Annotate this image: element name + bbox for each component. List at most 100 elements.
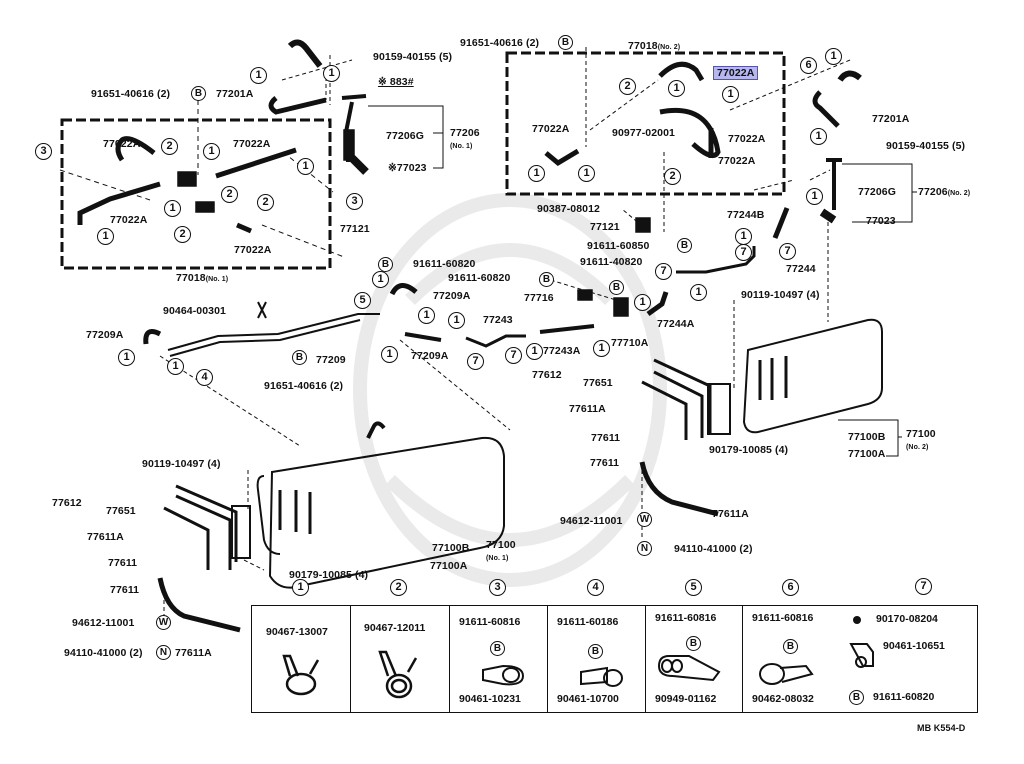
part-label[interactable]: ※77023 [388, 162, 427, 174]
part-label[interactable]: 77710A [611, 337, 649, 349]
part-label[interactable]: 90179-10085 (4) [709, 444, 789, 456]
legend-part[interactable]: 90461-10700 [557, 693, 619, 705]
assembly-label[interactable]: 77100(No. 1) [486, 539, 516, 565]
part-label[interactable]: 77611 [590, 457, 620, 469]
clip-callout-1: 1 [203, 143, 220, 160]
legend-part[interactable]: 90949-01162 [655, 693, 717, 705]
part-label[interactable]: 91611-40820 [580, 256, 643, 268]
assembly-label[interactable]: 77018(No. 1) [176, 272, 228, 286]
part-label[interactable]: 77612 [532, 369, 562, 381]
hose-clip-icon [378, 650, 418, 699]
hose-77209A [389, 283, 418, 296]
symbol-b: B [677, 238, 692, 253]
bracket-line [368, 105, 444, 169]
legend-part[interactable]: 90170-08204 [876, 613, 938, 625]
part-label[interactable]: 77023 [866, 215, 896, 227]
three-way-joint [177, 171, 197, 187]
legend-part[interactable]: 90467-13007 [266, 626, 328, 638]
part-label[interactable]: 77022A [532, 123, 570, 135]
tank-ribs [758, 356, 788, 400]
part-label-highlighted[interactable]: 77022A [713, 66, 759, 80]
part-label[interactable]: 77611A [175, 647, 212, 659]
part-label[interactable]: 77611 [108, 557, 138, 569]
assembly-label[interactable]: 77018(No. 2) [628, 40, 680, 54]
part-label[interactable]: 77611 [591, 432, 621, 444]
hose-77244B [772, 207, 790, 239]
part-label[interactable]: 77022A [234, 244, 272, 256]
part-label[interactable]: 77243A [543, 345, 581, 357]
part-label[interactable]: 91651-40616 (2) [460, 37, 540, 49]
part-label[interactable]: 77243 [483, 314, 513, 326]
part-label[interactable]: 77022A [110, 214, 148, 226]
part-label[interactable]: 77209A [433, 290, 471, 302]
part-label[interactable]: 77611A [569, 403, 606, 415]
part-label[interactable]: 77244 [786, 263, 816, 275]
part-label[interactable]: 77611A [712, 508, 749, 520]
legend-part[interactable]: 91611-60186 [557, 616, 619, 628]
legend-part[interactable]: 90461-10651 [883, 640, 945, 652]
part-label[interactable]: 94612-11001 [560, 515, 623, 527]
part-label[interactable]: 90119-10497 (4) [741, 289, 820, 301]
part-label[interactable]: 77244A [657, 318, 695, 330]
assembly-number: 77206 [918, 186, 948, 198]
part-label[interactable]: 91611-60850 [587, 240, 650, 252]
part-label[interactable]: 77611A [87, 531, 124, 543]
part-label[interactable]: 77611 [110, 584, 140, 596]
part-label[interactable]: 94612-11001 [72, 617, 135, 629]
part-label[interactable]: 90159-40155 (5) [886, 140, 966, 152]
clip-callout-1: 1 [372, 271, 389, 288]
part-label[interactable]: 77651 [583, 377, 613, 389]
part-label[interactable]: 77022A [728, 133, 766, 145]
assembly-label[interactable]: 77206(No. 2) [918, 186, 970, 200]
part-label[interactable]: 90119-10497 (4) [142, 458, 221, 470]
bracket-clamp-icon [849, 643, 874, 668]
symbol-b: B [783, 639, 798, 654]
part-label[interactable]: 77100A [430, 560, 468, 572]
legend-part[interactable]: 90462-08032 [752, 693, 814, 705]
part-label[interactable]: 77022A [718, 155, 756, 167]
part-label[interactable]: 77100A [848, 448, 886, 460]
part-label[interactable]: 94110-41000 (2) [674, 543, 753, 555]
part-label[interactable]: 77244B [727, 209, 765, 221]
bracket-77121 [635, 217, 651, 233]
legend-part[interactable]: 90461-10231 [459, 693, 521, 705]
legend-part[interactable]: 91611-60816 [752, 612, 814, 624]
part-label[interactable]: 90464-00301 [163, 305, 226, 317]
clip-callout-1: 1 [164, 200, 181, 217]
part-label[interactable]: 91651-40616 (2) [264, 380, 344, 392]
part-label[interactable]: 91651-40616 (2) [91, 88, 171, 100]
part-label[interactable]: 77612 [52, 497, 82, 509]
part-label[interactable]: 77206G [386, 130, 424, 142]
part-label[interactable]: 77201A [216, 88, 254, 100]
legend-part[interactable]: 91611-60820 [873, 691, 935, 703]
pipe-clamp-icon [759, 663, 814, 685]
part-label[interactable]: 77206G [858, 186, 896, 198]
part-label[interactable]: 77022A [103, 138, 141, 150]
part-label[interactable]: 90159-40155 (5) [373, 51, 453, 63]
clip-callout-3: 3 [35, 143, 52, 160]
part-label[interactable]: 91611-60820 [413, 258, 476, 270]
part-label[interactable]: 77209A [86, 329, 124, 341]
legend-part[interactable]: 90467-12011 [364, 622, 426, 634]
clip-callout-1: 1 [722, 86, 739, 103]
legend-part[interactable]: 91611-60816 [655, 612, 717, 624]
assembly-label[interactable]: 77206(No. 1) [450, 127, 480, 153]
part-label[interactable]: 90179-10085 (4) [289, 569, 369, 581]
part-label[interactable]: 77121 [340, 223, 370, 235]
part-label[interactable]: 77100B [848, 431, 886, 443]
legend-part[interactable]: 91611-60816 [459, 616, 521, 628]
part-label[interactable]: 77209 [316, 354, 346, 366]
hose-clip-icon [282, 654, 320, 696]
part-label[interactable]: 77121 [590, 221, 620, 233]
part-label[interactable]: 90387-08012 [537, 203, 600, 215]
part-label[interactable]: 77100B [432, 542, 470, 554]
part-label[interactable]: 77022A [233, 138, 271, 150]
part-label[interactable]: 90977-02001 [612, 127, 675, 139]
part-label[interactable]: 77716 [524, 292, 554, 304]
part-label[interactable]: 94110-41000 (2) [64, 647, 143, 659]
part-label[interactable]: 77651 [106, 505, 136, 517]
part-label[interactable]: 77209A [411, 350, 449, 362]
assembly-label[interactable]: 77100(No. 2) [906, 428, 936, 454]
part-label[interactable]: 91611-60820 [448, 272, 511, 284]
part-label[interactable]: 77201A [872, 113, 910, 125]
